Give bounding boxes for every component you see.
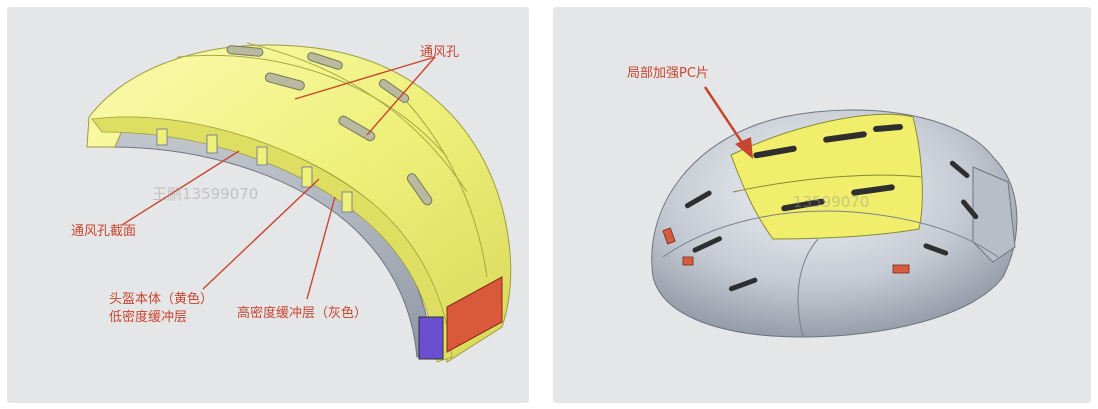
left-diagram-panel: 王鹏13599070 通风孔 通风孔截面 头盔本体（黄色） 低密度缓冲层 高密度… <box>7 7 529 403</box>
watermark: 13599070 <box>793 193 870 211</box>
vent-section-label: 通风孔截面 <box>71 224 137 239</box>
high-density-label: 高密度缓冲层（灰色） <box>237 306 368 321</box>
watermark: 王鹏13599070 <box>152 185 259 203</box>
shell-label-line2: 低密度缓冲层 <box>109 310 188 325</box>
shell-label-line1: 头盔本体（黄色） <box>109 292 214 307</box>
vent-holes-label: 通风孔 <box>420 45 460 60</box>
helmet-pc-patch-illustration <box>651 86 1018 338</box>
pc-patch-label: 局部加强PC片 <box>627 66 709 81</box>
right-diagram-panel: 13599070 局部加强PC片 <box>553 7 1091 403</box>
helmet-cross-section-illustration <box>86 42 512 363</box>
